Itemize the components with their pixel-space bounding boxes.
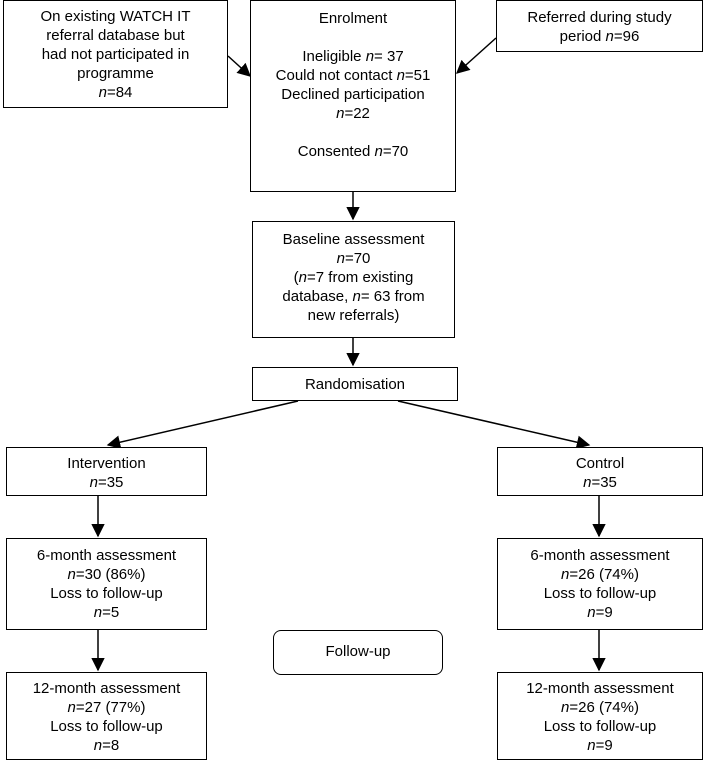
node-text-line: n=5 — [93, 604, 120, 621]
node-text-line — [251, 123, 455, 142]
node-text-line: Loss to follow-up — [50, 718, 163, 735]
node-text-line: new referrals) — [307, 307, 400, 324]
node-text-line: On existing WATCH IT — [40, 8, 191, 25]
node-text-line: n=35 — [583, 474, 617, 491]
node-text-line: 6-month assessment — [36, 547, 177, 564]
node-text-line: n=35 — [89, 474, 124, 491]
control-6-month-box: 6-month assessment n=26 (74%) Loss to foll… — [497, 538, 703, 630]
node-text-line: Loss to follow-up — [50, 585, 163, 602]
node-text-line: had not participated in — [41, 46, 190, 63]
node-text-line: n=9 — [587, 737, 613, 754]
node-text-line: 12-month assessment — [32, 680, 181, 697]
randomisation-box: Randomisation — [252, 367, 458, 401]
node-text-line: n=26 (74%) — [561, 699, 639, 716]
referred-box: Referred during study period n=96 — [496, 0, 703, 52]
node-text-line: database, n= 63 from — [282, 288, 425, 305]
arrow-randomisation-to-intervention — [106, 400, 299, 449]
node-text-line: Ineligible n= 37 — [302, 48, 404, 65]
intervention-12-month-box: 12-month assessment n=27 (77%) Loss to fol… — [6, 672, 207, 760]
node-text-line: Enrolment — [318, 10, 388, 27]
node-text-line: Loss to follow-up — [543, 585, 657, 602]
existing-database-box: On existing WATCH IT referral database bu… — [3, 0, 228, 108]
control-12-month-box: 12-month assessment n=26 (74%) Loss to fol… — [497, 672, 703, 760]
control-box: Control n=35 — [497, 447, 703, 496]
intervention-box: Intervention n=35 — [6, 447, 207, 496]
node-text-line: programme — [77, 65, 154, 82]
node-text-line: Baseline assessment — [282, 231, 425, 248]
node-text-line: n=8 — [93, 737, 120, 754]
node-text-line — [251, 28, 455, 47]
node-text-line: Declined participation — [281, 86, 425, 103]
node-text-line: Follow-up — [325, 643, 391, 660]
node-text-line: 12-month assessment — [526, 680, 674, 697]
node-text-line: referral database but — [46, 27, 185, 44]
baseline-assessment-box: Baseline assessment n=70 (n=7 from existin… — [252, 221, 455, 338]
arrow-existing-to-enrolment — [227, 55, 251, 77]
node-text-line: n=9 — [587, 604, 613, 621]
node-text-line: Consented n=70 — [297, 143, 409, 160]
node-text-line: (n=7 from existing — [293, 269, 414, 286]
arrow-referred-to-enrolment — [455, 37, 497, 74]
node-text-line: n=27 (77%) — [67, 699, 146, 716]
node-text-line: n=26 (74%) — [561, 566, 639, 583]
follow-up-label: Follow-up — [273, 630, 443, 675]
node-text-line: Randomisation — [304, 376, 406, 393]
node-text-line: Could not contact n=51 — [275, 67, 431, 84]
node-text-line: Intervention — [67, 455, 146, 472]
node-text-line: 6-month assessment — [530, 547, 670, 564]
node-text-line: Loss to follow-up — [543, 718, 657, 735]
node-text-line: n=84 — [98, 84, 133, 101]
node-text-line: n=30 (86%) — [67, 566, 146, 583]
node-text-line: period n=96 — [559, 28, 640, 45]
node-text-line: n=70 — [336, 250, 371, 267]
node-text-line: Referred during study — [527, 9, 672, 26]
node-text-line: Control — [575, 455, 625, 472]
arrow-randomisation-to-control — [397, 400, 591, 449]
node-text-line: n=22 — [336, 105, 370, 122]
intervention-6-month-box: 6-month assessment n=30 (86%) Loss to foll… — [6, 538, 207, 630]
